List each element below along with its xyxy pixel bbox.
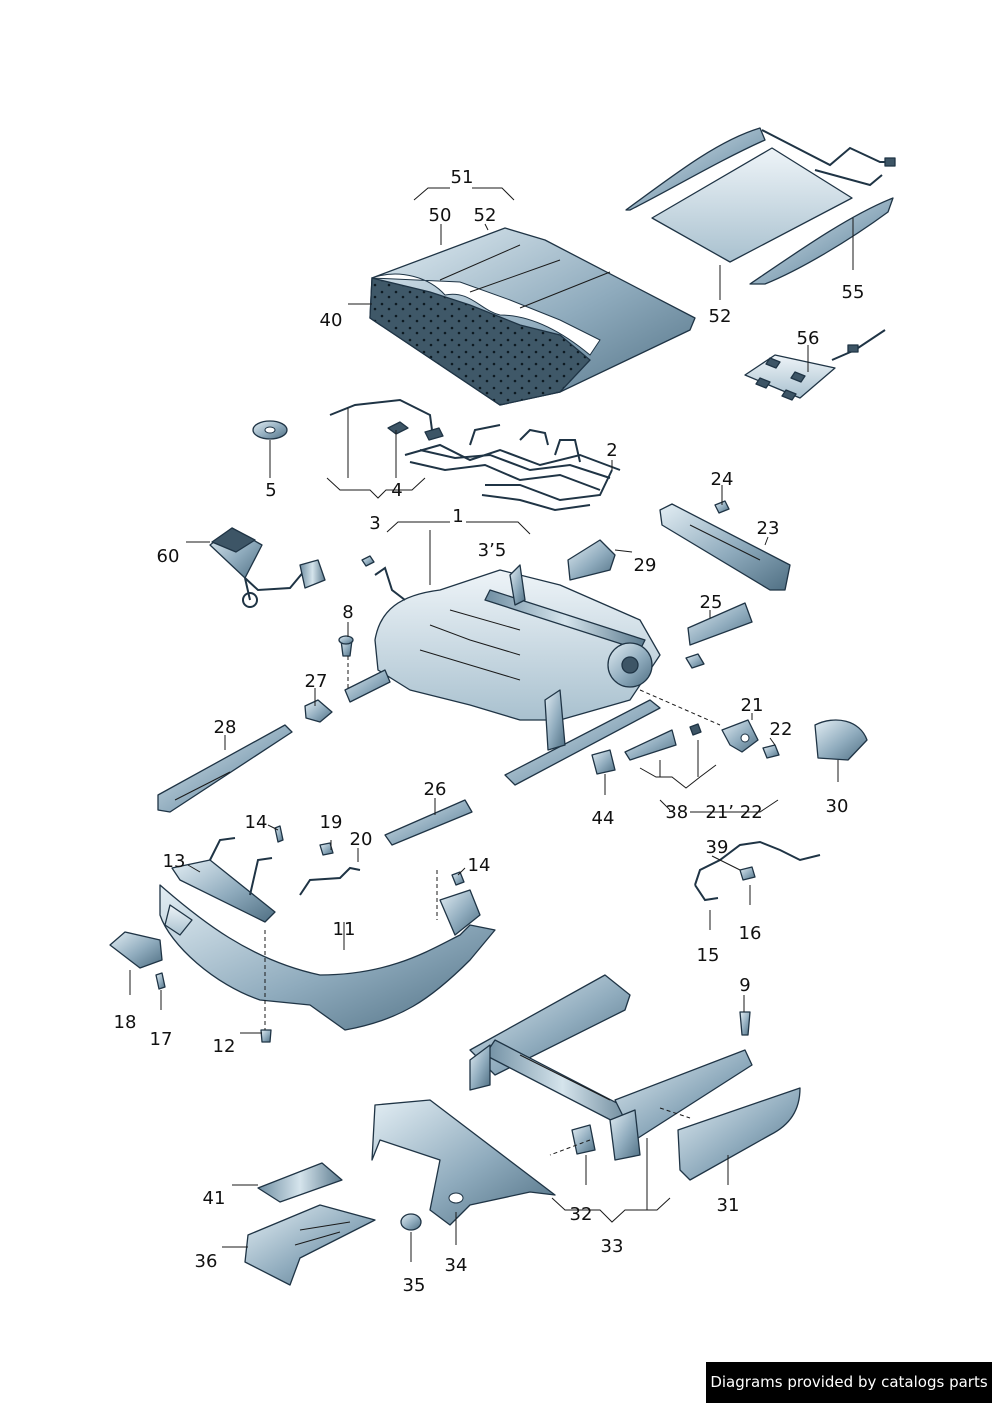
- callout-52: 52: [474, 205, 497, 226]
- callout-24: 24: [711, 469, 734, 490]
- callout-56: 56: [797, 328, 820, 349]
- callout-40: 40: [320, 310, 343, 331]
- callout-12: 12: [213, 1036, 236, 1057]
- callout-18: 18: [114, 1012, 137, 1033]
- callout-50: 50: [429, 205, 452, 226]
- callout-60: 60: [157, 546, 180, 567]
- callout-25: 25: [700, 592, 723, 613]
- callout-22: 22: [770, 719, 793, 740]
- callout-19: 19: [320, 812, 343, 833]
- callout-44: 44: [592, 808, 615, 829]
- clip-32: [571, 1124, 596, 1155]
- mat-41: [257, 1162, 343, 1203]
- seat-rail-frame: [469, 974, 753, 1161]
- callout-29: 29: [634, 555, 657, 576]
- lever-25: [685, 602, 753, 669]
- cap-44: [591, 749, 616, 775]
- callout-9: 9: [739, 975, 750, 996]
- callout-23: 23: [757, 518, 780, 539]
- callout-14: 14: [245, 812, 268, 833]
- bracket-20: [299, 842, 361, 896]
- callout-38-21-22: 38 21’ 22: [665, 802, 762, 823]
- cover-29: [567, 539, 616, 581]
- callout-51: 51: [451, 167, 474, 188]
- callout-41: 41: [203, 1188, 226, 1209]
- callout-labels: 51 50 52 40 52 55 56 5 4 2 3 1 3’5 24 23…: [114, 167, 865, 1296]
- callout-11: 11: [333, 919, 356, 940]
- seat-frame: [344, 564, 661, 786]
- callout-8: 8: [342, 602, 353, 623]
- drawer-36: [244, 1204, 376, 1286]
- bracket-small: [361, 555, 406, 601]
- bolt-12: [260, 1029, 272, 1043]
- callout-39: 39: [706, 837, 729, 858]
- callout-5: 5: [265, 480, 276, 501]
- bracket-13: [171, 837, 276, 923]
- seat-heating-mat: [625, 127, 896, 285]
- panel-34: [371, 1099, 556, 1226]
- callout-33: 33: [601, 1236, 624, 1257]
- callout-17: 17: [150, 1029, 173, 1050]
- callout-31: 31: [717, 1195, 740, 1216]
- callout-4: 4: [391, 480, 402, 501]
- callout-55: 55: [842, 282, 865, 303]
- callout-28: 28: [214, 717, 237, 738]
- callout-1: 1: [452, 506, 463, 527]
- cover-30: [814, 719, 868, 761]
- callout-2: 2: [606, 440, 617, 461]
- side-trim-23: [659, 503, 791, 591]
- callout-36: 36: [195, 1251, 218, 1272]
- seat-cushion: [369, 227, 696, 406]
- trim-38: [624, 723, 702, 761]
- callout-14: 14: [468, 855, 491, 876]
- clip-27: [304, 699, 333, 723]
- callout-21: 21: [741, 695, 764, 716]
- callout-20: 20: [350, 829, 373, 850]
- side-panel-11: [159, 884, 496, 1031]
- callout-30: 30: [826, 796, 849, 817]
- callout-27: 27: [305, 671, 328, 692]
- plug-35: [400, 1213, 422, 1231]
- cover-31: [677, 1087, 801, 1181]
- callout-3-5: 3’5: [478, 540, 507, 561]
- rail-trim-28: [157, 724, 293, 813]
- callout-34: 34: [445, 1255, 468, 1276]
- bolt-9: [739, 1011, 751, 1036]
- trim-26: [384, 799, 473, 846]
- washer: [252, 420, 288, 440]
- pivot-21: [721, 719, 780, 759]
- credit-banner: Diagrams provided by catalogs parts: [706, 1362, 992, 1403]
- callout-26: 26: [424, 779, 447, 800]
- heating-control-module: [744, 329, 886, 401]
- bolt-8: [338, 635, 354, 657]
- leader-lines: [129, 187, 854, 1262]
- callout-52: 52: [709, 306, 732, 327]
- callout-35: 35: [403, 1275, 426, 1296]
- seat-belt-buckle: [209, 527, 326, 608]
- handle-18: [109, 931, 166, 990]
- callout-3: 3: [369, 513, 380, 534]
- callout-15: 15: [697, 945, 720, 966]
- seat-spring-mat: [329, 398, 621, 512]
- wire-bracket-15: [694, 840, 821, 902]
- callout-16: 16: [739, 923, 762, 944]
- callout-13: 13: [163, 851, 186, 872]
- callout-32: 32: [570, 1204, 593, 1225]
